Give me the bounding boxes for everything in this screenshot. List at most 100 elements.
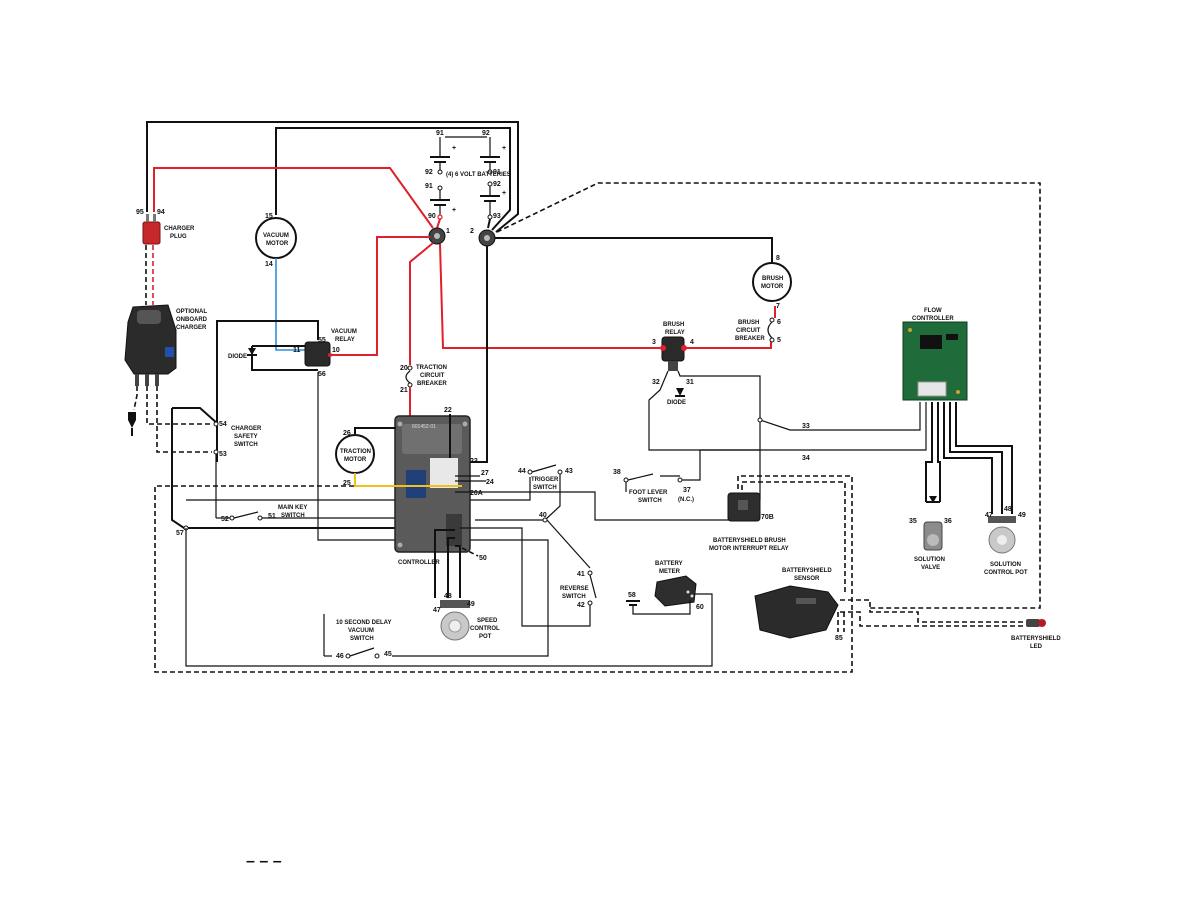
wire-48-speed: 48 (444, 593, 452, 600)
red-wire-brush-relay (439, 243, 660, 349)
batteryshield-sensor-label: BATTERYSHIELD (782, 568, 832, 574)
speed-pot-label-3: POT (479, 634, 492, 640)
solution-valve (923, 521, 943, 551)
black-wire-brush-motor (495, 237, 773, 262)
brush-breaker-label: BRUSH (738, 320, 759, 326)
wire-38: 38 (613, 469, 621, 476)
post-1 (428, 227, 446, 245)
batteryshield-led-label-2: LED (1030, 644, 1043, 650)
svg-text:+: + (452, 207, 456, 214)
red-wire-vacuum-relay (330, 236, 430, 356)
brush-motor-label-2: MOTOR (761, 284, 784, 290)
wire-20: 20 (400, 365, 408, 372)
delay-switch-label-3: SWITCH (350, 636, 374, 642)
legend-dashed-line: – – – (246, 853, 282, 870)
red-wire-traction-breaker (409, 242, 434, 365)
wire-49-solution: 49 (1018, 512, 1026, 519)
vacuum-relay-label: VACUUM (331, 329, 357, 335)
speed-pot-label-2: CONTROL (470, 626, 500, 632)
post-2 (478, 229, 496, 247)
brush-relay (660, 336, 687, 371)
red-wire-charger (153, 167, 434, 229)
traction-motor-label-2: MOTOR (344, 457, 367, 463)
dashed-led-wire-b (840, 611, 1025, 627)
charger-dashed-c (156, 386, 212, 453)
wire-1: 1 (446, 228, 450, 235)
controller-part-no: 601452-01 (412, 424, 436, 430)
main-key-label-2: SWITCH (281, 513, 305, 519)
wire-26: 26 (343, 430, 351, 437)
batteryshield-sensor-label-2: SENSOR (794, 576, 820, 582)
wire-41: 41 (577, 571, 585, 578)
batteryshield-led-label: BATTERYSHIELD (1011, 636, 1061, 642)
wire-31: 31 (686, 379, 694, 386)
charger-safety-label-3: SWITCH (234, 442, 258, 448)
wire-90: 90 (428, 213, 436, 220)
diode-symbol-2 (676, 388, 684, 396)
wire-48-solution: 48 (1004, 506, 1012, 513)
wire-54: 54 (219, 421, 227, 428)
wire-36: 36 (944, 518, 952, 525)
controller (394, 415, 471, 553)
traction-breaker-label-3: BREAKER (417, 381, 447, 387)
wire-47-speed: 47 (433, 607, 441, 614)
yellow-motor-wire (354, 473, 462, 487)
flow-controller-label: FLOW (924, 308, 942, 314)
brush-motor-label: BRUSH (762, 276, 783, 282)
reverse-switch-label-2: SWITCH (562, 594, 586, 600)
charger-plug-label-2: PLUG (170, 234, 187, 240)
red-wire-brush-breaker (684, 340, 772, 349)
wire-24: 24 (486, 479, 494, 486)
interrupt-relay (727, 492, 761, 522)
charger-safety-label-2: SAFETY (234, 434, 258, 440)
wire-11: 11 (293, 347, 301, 354)
wire-91-top: 91 (436, 130, 444, 137)
svg-text:+: + (452, 145, 456, 152)
battery-meter (654, 575, 697, 607)
solution-pot-label-2: CONTROL POT (984, 570, 1028, 576)
battery-left (430, 137, 450, 220)
vacuum-relay-label-2: RELAY (335, 337, 355, 343)
diode-1-label: DIODE (228, 354, 247, 360)
wire-7: 7 (776, 303, 780, 310)
wire-20a: 20A (470, 490, 483, 497)
traction-motor-label: TRACTION (340, 449, 371, 455)
onboard-charger-label: OPTIONAL (176, 309, 207, 315)
top-black-wire-charger (146, 121, 519, 233)
wire-51: 51 (268, 513, 276, 520)
wire-92-top: 92 (482, 130, 490, 137)
wire-21: 21 (400, 387, 408, 394)
diode-symbol-1 (248, 348, 256, 355)
wire-70b: 70B (761, 514, 774, 521)
wire-15: 15 (265, 213, 273, 220)
flow-controller (902, 321, 968, 401)
trigger-switch-label: TRIGGER (531, 477, 559, 483)
wire-34: 34 (802, 455, 810, 462)
vacuum-relay (304, 341, 331, 367)
traction-breaker-label-2: CIRCUIT (420, 373, 445, 379)
wire-3: 3 (652, 339, 656, 346)
wire-58: 58 (628, 592, 636, 599)
wire-57: 57 (176, 530, 184, 537)
speed-control-pot (440, 600, 470, 641)
battery-meter-label: BATTERY (655, 561, 683, 567)
vacuum-delay-wire (317, 372, 549, 657)
wire-93: 93 (493, 213, 501, 220)
charger-dashed-b (146, 386, 212, 425)
reverse-switch-label: REVERSE (560, 586, 589, 592)
charger-plug-label: CHARGER (164, 226, 195, 232)
wire-33: 33 (802, 423, 810, 430)
wire-8: 8 (776, 255, 780, 262)
solution-pot-label: SOLUTION (990, 562, 1021, 568)
flow-controller-label-2: CONTROLLER (912, 316, 954, 322)
nc-label: (N.C.) (678, 497, 694, 503)
wire-5: 5 (777, 337, 781, 344)
svg-text:+: + (502, 145, 506, 152)
dashed-led-wire-a (840, 599, 1030, 623)
brush-motor (752, 262, 792, 302)
interrupt-relay-label-2: MOTOR INTERRUPT RELAY (709, 546, 789, 552)
brush-relay-label: BRUSH (663, 322, 684, 328)
solution-valve-label-2: VALVE (921, 565, 940, 571)
delay-switch-label-2: VACUUM (348, 628, 374, 634)
